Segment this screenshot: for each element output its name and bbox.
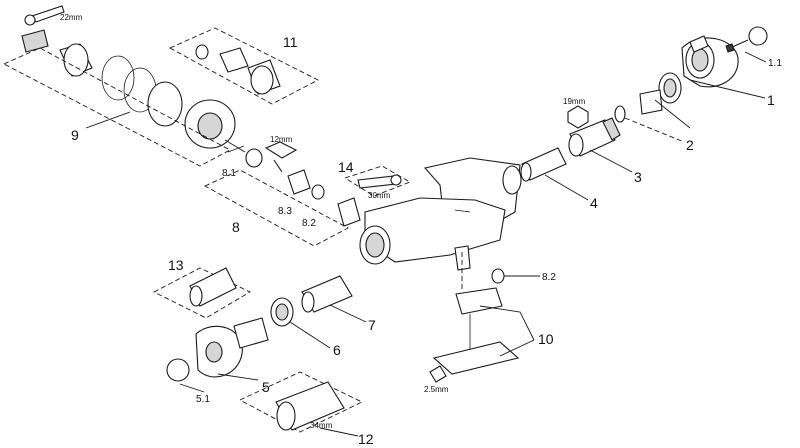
group-14-box bbox=[343, 165, 412, 197]
callout-8: 8 bbox=[232, 219, 240, 235]
callout-8-1: 8.1 bbox=[222, 168, 236, 179]
allen-12mm-tool bbox=[264, 141, 298, 173]
tool-allen-2-5mm: 2.5mm bbox=[424, 385, 449, 394]
part-1-handle bbox=[681, 35, 739, 88]
tool-hex-19mm: 19mm bbox=[563, 97, 586, 106]
callout-12: 12 bbox=[358, 431, 374, 447]
callout-8-3: 8.3 bbox=[278, 206, 292, 217]
leader-7 bbox=[329, 304, 367, 323]
wrench-22mm-tool bbox=[24, 5, 65, 26]
part-6-ring bbox=[270, 297, 294, 327]
callout-4: 4 bbox=[590, 195, 598, 211]
leader-10 bbox=[479, 305, 535, 341]
leader-5-1 bbox=[179, 383, 205, 393]
leader-4 bbox=[544, 174, 589, 201]
callout-5-1: 5.1 bbox=[196, 394, 210, 405]
part-7-diverter bbox=[301, 275, 353, 313]
part-1-1-cap-screw bbox=[725, 26, 768, 53]
part-11-check-valve bbox=[195, 44, 281, 95]
callout-1: 1 bbox=[767, 92, 775, 108]
callout-5: 5 bbox=[262, 379, 270, 395]
hex-19mm-tool bbox=[567, 105, 589, 129]
group-9-box bbox=[2, 47, 231, 167]
callout-13: 13 bbox=[168, 257, 184, 273]
group-8-box bbox=[203, 169, 349, 247]
group-13-box bbox=[153, 267, 251, 319]
leader-2 bbox=[624, 117, 685, 143]
leader-6 bbox=[289, 321, 331, 349]
part-4-extension bbox=[520, 147, 567, 182]
part-10-diverter-lever bbox=[432, 287, 520, 375]
leader-9 bbox=[85, 111, 131, 129]
part-8-2-nut bbox=[491, 268, 505, 284]
part-5-1-cap bbox=[166, 358, 190, 382]
callout-14: 14 bbox=[338, 159, 354, 175]
part-2-nut-group bbox=[614, 72, 682, 123]
tool-wrench-22mm: 22mm bbox=[60, 13, 83, 22]
allen-2-5mm-tool bbox=[429, 365, 447, 383]
mixer-body bbox=[359, 157, 522, 271]
callout-3: 3 bbox=[634, 169, 642, 185]
callout-6: 6 bbox=[333, 342, 341, 358]
part-5-handle bbox=[195, 317, 269, 378]
part-8-1-filter bbox=[224, 139, 263, 168]
tool-wrench-30mm: 30mm bbox=[368, 191, 391, 200]
callout-7: 7 bbox=[368, 317, 376, 333]
callout-2: 2 bbox=[686, 137, 694, 153]
leader-10b bbox=[499, 339, 535, 357]
callout-11: 11 bbox=[283, 34, 298, 50]
part-3-cartridge bbox=[568, 117, 621, 157]
leader-5 bbox=[217, 373, 259, 381]
callout-8-2a: 8.2 bbox=[302, 218, 316, 229]
part-12-socket-34mm bbox=[275, 381, 345, 431]
leader-1-1 bbox=[744, 51, 767, 63]
part-13-cartridge bbox=[189, 267, 237, 307]
callout-1-1: 1.1 bbox=[768, 58, 782, 69]
part-9-inlet bbox=[21, 29, 236, 149]
part-8-connector bbox=[287, 169, 361, 227]
tool-socket-34mm: 34mm bbox=[310, 421, 333, 430]
group-11-box bbox=[168, 27, 319, 105]
leader-3 bbox=[589, 149, 633, 173]
callout-9: 9 bbox=[71, 127, 79, 143]
leader-12 bbox=[319, 427, 359, 437]
callout-8-2b: 8.2 bbox=[542, 272, 556, 283]
part-14-wrench-30mm bbox=[357, 174, 402, 189]
leader-2b bbox=[654, 99, 691, 129]
callout-10: 10 bbox=[538, 331, 554, 347]
tool-allen-12mm: 12mm bbox=[270, 135, 293, 144]
leader-1 bbox=[689, 79, 766, 99]
